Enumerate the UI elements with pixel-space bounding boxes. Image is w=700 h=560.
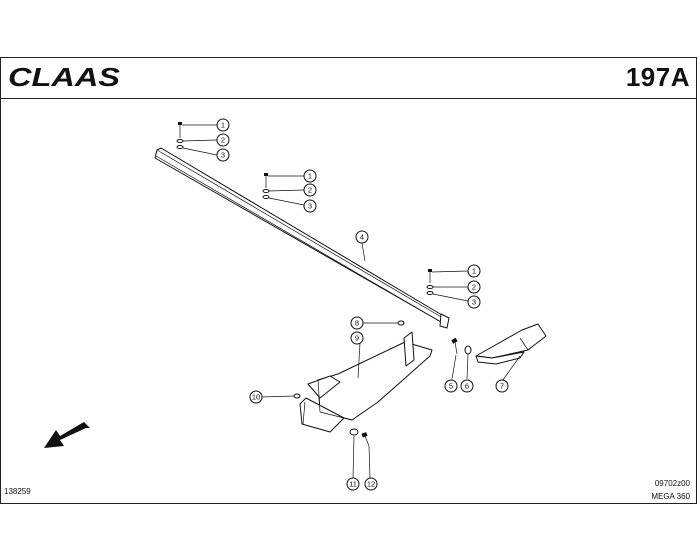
callout-4[interactable]: 4 — [355, 230, 369, 244]
drawing-code: 09702z00 — [654, 479, 690, 488]
svg-text:8: 8 — [355, 319, 359, 328]
svg-text:7: 7 — [500, 382, 504, 391]
callout-2c[interactable]: 2 — [467, 280, 481, 294]
callout-3c[interactable]: 3 — [467, 295, 481, 309]
svg-text:5: 5 — [449, 382, 453, 391]
callout-5[interactable]: 5 — [444, 379, 458, 393]
brand-wordmark: CLAAS — [8, 64, 121, 90]
callout-2a[interactable]: 2 — [216, 133, 230, 147]
callout-7[interactable]: 7 — [495, 379, 509, 393]
model-name: MEGA 360 — [651, 492, 690, 501]
callout-8[interactable]: 8 — [350, 316, 364, 330]
direction-arrow-icon — [44, 422, 90, 448]
svg-text:9: 9 — [355, 334, 359, 343]
document-number: 138259 — [4, 487, 31, 496]
svg-text:3: 3 — [221, 151, 225, 160]
callout-11[interactable]: 11 — [346, 477, 360, 491]
callout-10[interactable]: 10 — [249, 390, 263, 404]
svg-text:2: 2 — [221, 136, 225, 145]
callout-1c[interactable]: 1 — [467, 264, 481, 278]
svg-text:3: 3 — [308, 202, 312, 211]
svg-text:1: 1 — [221, 121, 225, 130]
callout-1a[interactable]: 1 — [216, 118, 230, 132]
claas-logo: CLAAS — [8, 64, 121, 90]
svg-text:12: 12 — [367, 480, 375, 489]
callout-6[interactable]: 6 — [460, 379, 474, 393]
bolt-group-right — [426, 269, 469, 302]
deflector-part[interactable] — [475, 323, 547, 365]
svg-text:2: 2 — [472, 283, 476, 292]
callout-9[interactable]: 9 — [350, 331, 364, 345]
drawing-frame — [0, 57, 697, 504]
svg-text:1: 1 — [308, 172, 312, 181]
callout-2b[interactable]: 2 — [303, 183, 317, 197]
callout-3b[interactable]: 3 — [303, 199, 317, 213]
rail-part[interactable] — [154, 147, 450, 329]
callout-12[interactable]: 12 — [364, 477, 378, 491]
header-divider — [0, 98, 697, 99]
svg-text:3: 3 — [472, 298, 476, 307]
callout-1b[interactable]: 1 — [303, 169, 317, 183]
page-number: 197A — [625, 62, 690, 92]
svg-text:2: 2 — [308, 186, 312, 195]
bolt-group-middle — [262, 173, 305, 206]
bracket-part[interactable] — [299, 331, 433, 433]
svg-text:4: 4 — [360, 233, 364, 242]
svg-text:11: 11 — [349, 480, 357, 489]
callout-3a[interactable]: 3 — [216, 148, 230, 162]
svg-text:10: 10 — [252, 393, 260, 402]
bolt-group-top — [176, 122, 218, 156]
svg-text:6: 6 — [465, 382, 469, 391]
svg-text:1: 1 — [472, 267, 476, 276]
